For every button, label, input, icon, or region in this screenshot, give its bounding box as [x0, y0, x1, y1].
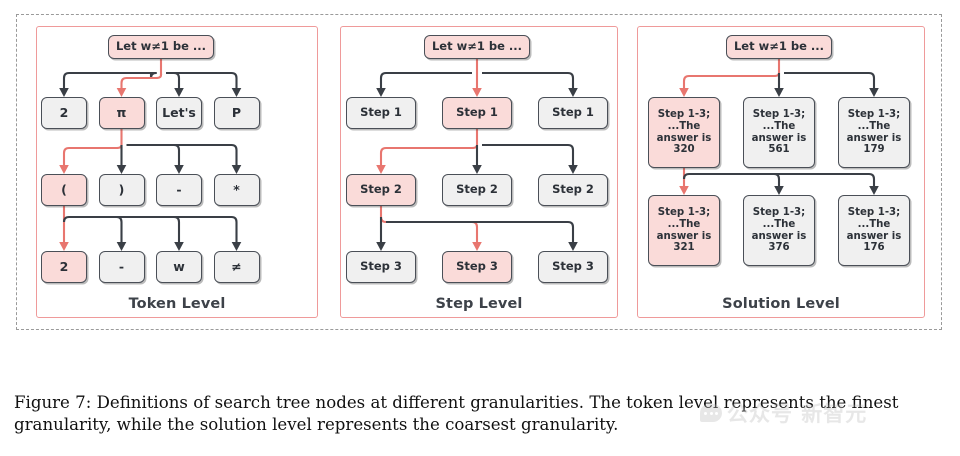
- panel-title-solution: Solution Level: [722, 296, 840, 312]
- solution-connector-layer: [679, 59, 879, 195]
- solution-row2-line3-2: answer is: [751, 230, 807, 242]
- solution-row2-node-2[interactable]: Step 1-3; ...The answer is 376: [743, 195, 815, 266]
- step-row1-node-1[interactable]: Step 1: [346, 97, 416, 129]
- token-row2-label-2: ): [118, 181, 125, 197]
- token-row1-node-2[interactable]: π: [98, 97, 145, 129]
- solution-row1-node-1[interactable]: Step 1-3; ...The answer is 320: [648, 97, 720, 168]
- token-root-label: Let w≠1 be ...: [115, 39, 207, 54]
- token-row1-label-2: π: [116, 104, 127, 120]
- step-row2-label-2: Step 2: [456, 182, 498, 197]
- solution-row2-node-1[interactable]: Step 1-3; ...The answer is 321: [648, 195, 720, 266]
- token-row3-node-1[interactable]: 2: [41, 251, 87, 283]
- token-row2-node-2[interactable]: ): [98, 174, 145, 206]
- token-row3-node-3[interactable]: w: [156, 251, 202, 283]
- token-root-node[interactable]: Let w≠1 be ...: [108, 35, 214, 59]
- step-row1-node-3[interactable]: Step 1: [538, 97, 608, 129]
- token-row1-label-4: P: [231, 104, 242, 120]
- token-row3-label-2: -: [118, 258, 125, 274]
- solution-row1-answer-1: 320: [673, 144, 695, 156]
- token-row2-label-4: *: [233, 181, 240, 197]
- solution-row2-line2-1: ...The: [667, 218, 701, 230]
- step-row2-node-2[interactable]: Step 2: [442, 174, 512, 206]
- panel-token-level: Let w≠1 be ... 2 π Let's P ( ) - * 2 - w…: [36, 26, 318, 318]
- token-row2-label-1: (: [61, 181, 67, 197]
- panel-step-level: Let w≠1 be ... Step 1 Step 1 Step 1 Step…: [340, 26, 618, 318]
- solution-row1-line2-2: ...The: [762, 120, 796, 132]
- solution-row2-line2-3: ...The: [857, 218, 891, 230]
- step-row1-node-2[interactable]: Step 1: [442, 97, 512, 129]
- token-row2-node-1[interactable]: (: [41, 174, 87, 206]
- token-row1-label-3: Let's: [162, 104, 196, 120]
- step-row2-node-3[interactable]: Step 2: [538, 174, 608, 206]
- token-row2-node-4[interactable]: *: [213, 174, 260, 206]
- panel-solution-level: Let w≠1 be ... Step 1-3; ...The answer i…: [637, 26, 925, 318]
- solution-root-label: Let w≠1 be ...: [733, 39, 825, 54]
- step-row1-label-2: Step 1: [456, 105, 498, 120]
- solution-row2-answer-1: 321: [673, 242, 695, 254]
- solution-row1-line2-3: ...The: [857, 120, 891, 132]
- step-row3-node-3[interactable]: Step 3: [538, 251, 608, 283]
- solution-row2-line3-3: answer is: [846, 230, 902, 242]
- solution-row1-node-2[interactable]: Step 1-3; ...The answer is 561: [743, 97, 815, 168]
- step-row2-node-1[interactable]: Step 2: [346, 174, 416, 206]
- step-row2-label-1: Step 2: [360, 182, 402, 197]
- step-row3-label-3: Step 3: [552, 259, 594, 274]
- token-row3-label-3: w: [173, 258, 185, 274]
- step-row3-node-2[interactable]: Step 3: [442, 251, 512, 283]
- solution-row2-line1-1: Step 1-3;: [657, 206, 711, 218]
- figure-caption: Figure 7: Definitions of search tree nod…: [14, 393, 899, 435]
- solution-row1-line3-3: answer is: [846, 132, 902, 144]
- panel-title-step: Step Level: [435, 296, 523, 312]
- solution-row1-line2-1: ...The: [667, 120, 701, 132]
- panel-title-token: Token Level: [128, 296, 226, 312]
- solution-row1-line3-2: answer is: [751, 132, 807, 144]
- step-root-label: Let w≠1 be ...: [431, 39, 523, 54]
- token-row2-node-3[interactable]: -: [156, 174, 202, 206]
- step-row3-label-1: Step 3: [360, 259, 402, 274]
- solution-row2-answer-2: 376: [768, 242, 790, 254]
- step-row2-label-3: Step 2: [552, 182, 594, 197]
- step-row3-label-2: Step 3: [456, 259, 498, 274]
- token-row3-label-4: ≠: [231, 258, 242, 274]
- token-row1-node-1[interactable]: 2: [41, 97, 87, 129]
- solution-row2-node-3[interactable]: Step 1-3; ...The answer is 176: [838, 195, 910, 266]
- token-row3-node-4[interactable]: ≠: [213, 251, 260, 283]
- token-row3-node-2[interactable]: -: [98, 251, 145, 283]
- step-row1-label-1: Step 1: [360, 105, 402, 120]
- solution-row1-answer-2: 561: [768, 144, 790, 156]
- token-row1-node-3[interactable]: Let's: [156, 97, 202, 129]
- solution-row1-line1-2: Step 1-3;: [752, 108, 806, 120]
- solution-row2-answer-3: 176: [863, 242, 885, 254]
- step-row1-label-3: Step 1: [552, 105, 594, 120]
- solution-row1-line1-3: Step 1-3;: [847, 108, 901, 120]
- token-row1-node-4[interactable]: P: [213, 97, 260, 129]
- token-row1-label-1: 2: [59, 104, 69, 120]
- solution-row1-answer-3: 179: [863, 144, 885, 156]
- solution-row1-line3-1: answer is: [656, 132, 712, 144]
- solution-row1-line1-1: Step 1-3;: [657, 108, 711, 120]
- token-row3-label-1: 2: [59, 258, 69, 274]
- solution-root-node[interactable]: Let w≠1 be ...: [726, 35, 832, 59]
- solution-row1-node-3[interactable]: Step 1-3; ...The answer is 179: [838, 97, 910, 168]
- solution-row2-line1-3: Step 1-3;: [847, 206, 901, 218]
- solution-row2-line1-2: Step 1-3;: [752, 206, 806, 218]
- solution-row2-line2-2: ...The: [762, 218, 796, 230]
- solution-row2-line3-1: answer is: [656, 230, 712, 242]
- token-row2-label-3: -: [176, 181, 182, 197]
- step-root-node[interactable]: Let w≠1 be ...: [424, 35, 530, 59]
- step-row3-node-1[interactable]: Step 3: [346, 251, 416, 283]
